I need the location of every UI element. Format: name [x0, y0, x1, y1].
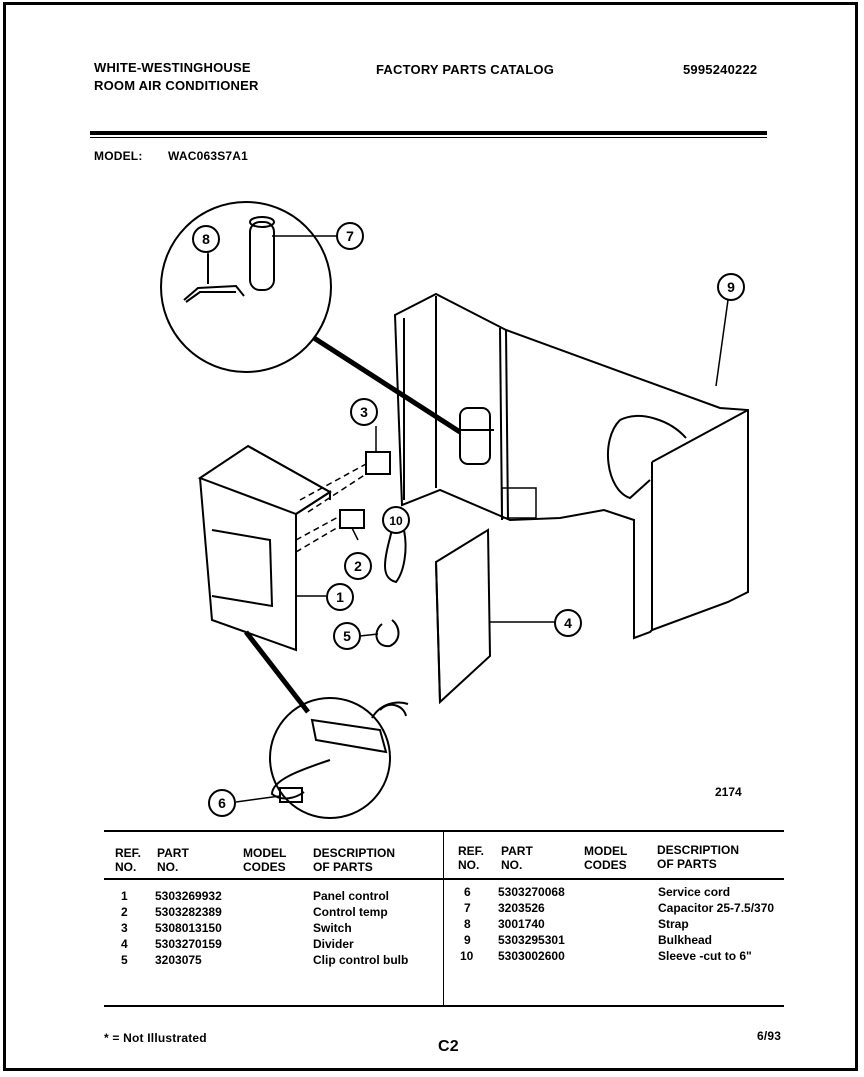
- page-code: C2: [438, 1038, 459, 1055]
- brand-line1: WHITE-WESTINGHOUSE: [94, 60, 251, 75]
- row-l2-ref: 2: [121, 905, 128, 919]
- callout-10: [382, 506, 410, 534]
- callout-label-8: 8: [202, 231, 210, 247]
- callout-label-10: 10: [389, 514, 403, 528]
- row-l1-desc: Panel control: [313, 889, 390, 903]
- row-r5-ref: 10: [460, 949, 474, 963]
- callout-4: [554, 609, 582, 637]
- callout-label-1: 1: [336, 589, 344, 605]
- footer-date: 6/93: [757, 1029, 782, 1043]
- row-l1-ref: 1: [121, 889, 128, 903]
- callout-9: [717, 273, 745, 301]
- row-l4-ref: 4: [121, 937, 128, 951]
- row-l5-part: 3203075: [155, 953, 202, 967]
- page-frame: [3, 2, 858, 1071]
- row-r1-ref: 6: [464, 885, 471, 899]
- callout-8: [192, 225, 220, 253]
- row-l1-part: 5303269932: [155, 889, 222, 903]
- row-l5-desc: Clip control bulb: [313, 953, 409, 967]
- row-r2-ref: 7: [464, 901, 471, 915]
- catalog-number: 5995240222: [683, 62, 758, 77]
- row-r2-desc: Capacitor 25-7.5/370: [658, 901, 775, 915]
- table-header-rule: [104, 878, 784, 880]
- footer-note: * = Not Illustrated: [104, 1031, 207, 1045]
- callout-label-7: 7: [346, 228, 354, 244]
- row-r3-ref: 8: [464, 917, 471, 931]
- row-l4-part: 5303270159: [155, 937, 222, 951]
- row-r3-desc: Strap: [658, 917, 689, 931]
- callout-label-4: 4: [564, 615, 572, 631]
- hdr-ref-r: REF.NO.: [458, 844, 485, 872]
- detail-circle-top: [160, 201, 332, 373]
- row-r2-part: 3203526: [498, 901, 545, 915]
- row-r5-desc: Sleeve -cut to 6": [658, 949, 752, 963]
- row-r4-desc: Bulkhead: [658, 933, 713, 947]
- callout-3: [350, 398, 378, 426]
- figure-number: 2174: [715, 785, 742, 799]
- hdr-ref-l: REF.NO.: [115, 846, 142, 874]
- row-r5-part: 5303002600: [498, 949, 565, 963]
- row-r4-ref: 9: [464, 933, 471, 947]
- callout-1: [326, 583, 354, 611]
- header-rule-thin: [90, 137, 767, 138]
- table-bottom-rule: [104, 1005, 784, 1007]
- callout-label-9: 9: [727, 279, 735, 295]
- callout-2: [344, 552, 372, 580]
- callout-6: [208, 789, 236, 817]
- row-l2-desc: Control temp: [313, 905, 388, 919]
- model-value: WAC063S7A1: [168, 149, 249, 163]
- callout-5: [333, 622, 361, 650]
- row-r1-desc: Service cord: [658, 885, 731, 899]
- row-l3-ref: 3: [121, 921, 128, 935]
- header-rule: [90, 131, 767, 135]
- row-l5-ref: 5: [121, 953, 128, 967]
- callout-label-3: 3: [360, 404, 368, 420]
- callout-label-5: 5: [343, 628, 351, 644]
- row-l3-part: 5308013150: [155, 921, 222, 935]
- brand-line2: ROOM AIR CONDITIONER: [94, 78, 259, 93]
- table-divider: [443, 830, 444, 1005]
- row-l3-desc: Switch: [313, 921, 352, 935]
- callout-label-6: 6: [218, 795, 226, 811]
- row-l4-desc: Divider: [313, 937, 354, 951]
- row-r4-part: 5303295301: [498, 933, 565, 947]
- row-r1-part: 5303270068: [498, 885, 565, 899]
- callout-7: [336, 222, 364, 250]
- row-l2-part: 5303282389: [155, 905, 222, 919]
- catalog-title: FACTORY PARTS CATALOG: [376, 62, 555, 77]
- model-label: MODEL:: [94, 149, 143, 163]
- callout-label-2: 2: [354, 558, 362, 574]
- table-top-rule: [104, 830, 784, 832]
- detail-circle-bottom: [269, 697, 391, 819]
- row-r3-part: 3001740: [498, 917, 545, 931]
